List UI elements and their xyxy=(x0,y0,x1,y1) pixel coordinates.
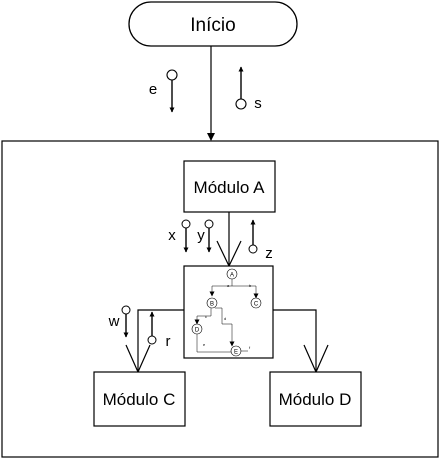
data-couple-circle xyxy=(166,69,178,81)
couple-x: x xyxy=(168,219,191,253)
data-couple-circle xyxy=(147,335,157,345)
couple-r: r xyxy=(147,311,171,350)
couple-x-label: x xyxy=(168,227,176,244)
mini-edge-label: c xyxy=(205,314,207,319)
svg-text:E: E xyxy=(234,350,238,356)
mini-edge-label: e xyxy=(203,342,206,347)
mini-node-a: A xyxy=(226,268,238,280)
data-couple-circle xyxy=(235,98,247,110)
module-a-connector xyxy=(216,212,242,268)
data-couple-circle xyxy=(121,305,131,315)
couple-s: s xyxy=(235,66,262,112)
couple-z: z xyxy=(248,219,273,262)
module-d: Módulo D xyxy=(269,371,362,427)
start-terminator: Início xyxy=(128,1,298,47)
mini-edge-label: d xyxy=(224,316,226,321)
svg-text:B: B xyxy=(210,302,214,308)
svg-text:D: D xyxy=(195,328,200,334)
couple-s-label: s xyxy=(254,95,262,112)
module-a: Módulo A xyxy=(183,160,276,213)
couple-r-label: r xyxy=(166,333,171,350)
central-box: A B C D E a b c d e f xyxy=(183,265,274,359)
mini-edge-label: a xyxy=(227,283,230,288)
mini-node-d: D xyxy=(191,323,203,335)
svg-text:A: A xyxy=(230,273,234,279)
data-couple-circle xyxy=(181,219,191,229)
mini-edge-label: b xyxy=(249,283,252,288)
couple-y-label: y xyxy=(197,227,205,244)
couple-e: e xyxy=(149,69,178,113)
module-c-label: Módulo C xyxy=(103,390,176,409)
couple-w: w xyxy=(108,305,131,338)
mini-edge-label: f xyxy=(249,345,251,350)
module-c: Módulo C xyxy=(93,371,186,427)
couple-z-label: z xyxy=(265,245,273,262)
module-d-label: Módulo D xyxy=(279,390,352,409)
svg-text:C: C xyxy=(254,302,259,308)
mini-node-e: E xyxy=(230,345,242,357)
mini-diagram xyxy=(194,279,259,353)
couple-y: y xyxy=(197,219,214,253)
module-a-label: Módulo A xyxy=(194,178,266,197)
outer-boundary xyxy=(1,140,439,458)
mini-node-c: C xyxy=(250,297,262,309)
mini-node-b: B xyxy=(206,297,218,309)
data-couple-circle xyxy=(248,244,258,254)
module-d-connector xyxy=(273,309,329,374)
start-label: Início xyxy=(190,15,235,36)
couple-e-label: e xyxy=(149,81,157,98)
couple-w-label: w xyxy=(108,313,120,330)
data-couple-circle xyxy=(204,219,214,229)
